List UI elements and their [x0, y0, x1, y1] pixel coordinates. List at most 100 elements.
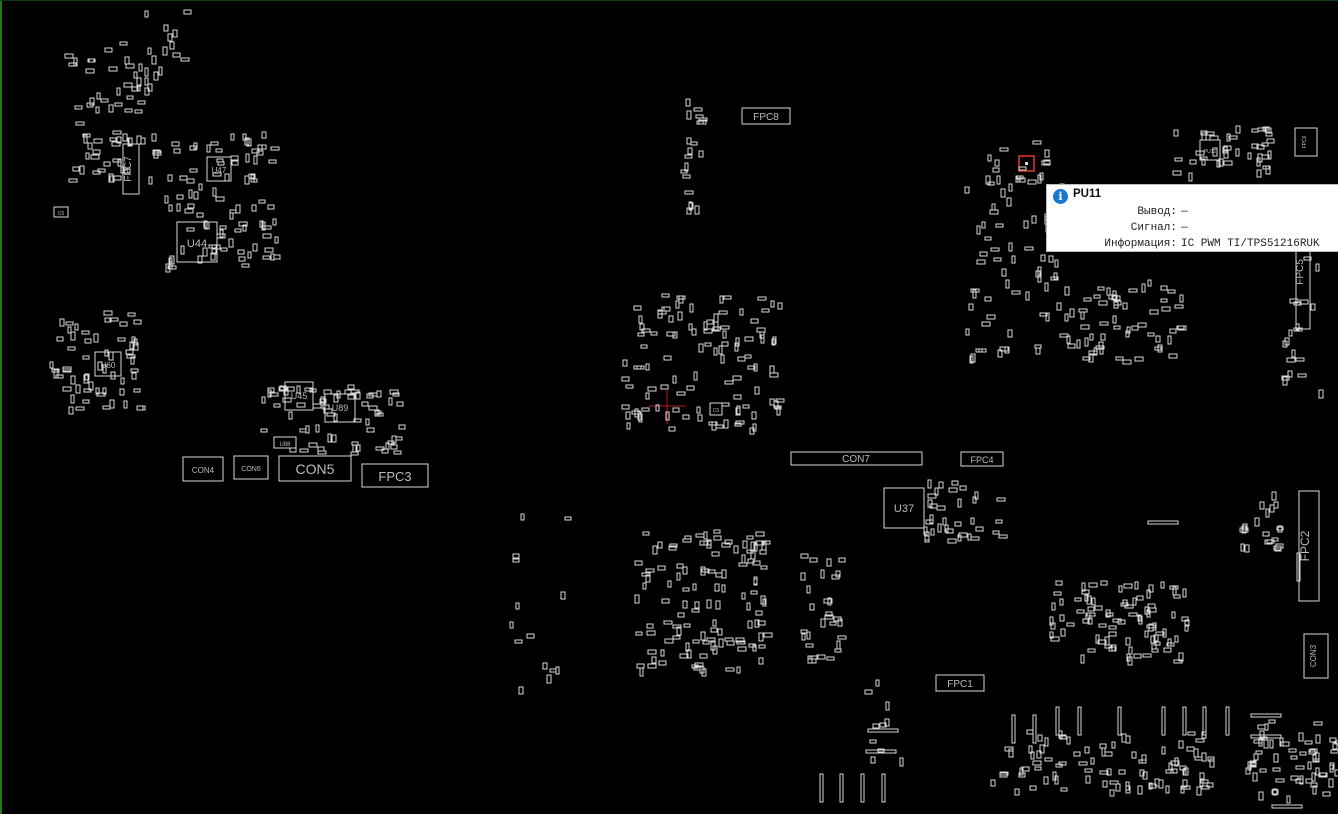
smd-pad [1261, 142, 1269, 147]
smd-pad [74, 105, 83, 110]
smd-pad [996, 497, 1006, 502]
smd-pad [975, 348, 983, 353]
component-fpc8[interactable]: FPC8 [741, 107, 791, 125]
smd-pad [1186, 746, 1195, 752]
wide-pad [867, 728, 899, 733]
smd-pad [151, 55, 157, 65]
smd-pad [993, 257, 1002, 262]
component-con5[interactable]: CON5 [278, 455, 352, 482]
component-con6[interactable]: CON6 [233, 455, 269, 480]
component-con3[interactable]: CON3 [1303, 633, 1329, 679]
smd-pad [763, 632, 773, 638]
smd-pad [761, 308, 770, 313]
component-con7[interactable]: CON7 [790, 451, 923, 466]
smd-pad [991, 203, 996, 211]
smd-pad [1125, 785, 1131, 794]
smd-pad [388, 397, 393, 406]
label-fpc6: FPC6 [1302, 135, 1308, 148]
smd-pad [1031, 215, 1037, 224]
smd-pad [638, 315, 643, 324]
component-fpc4[interactable]: FPC4 [960, 451, 1004, 467]
component-con4[interactable]: CON4 [182, 456, 224, 482]
component-u47[interactable]: U47 [206, 156, 232, 182]
smd-pad [1293, 327, 1303, 332]
component-fpc3[interactable]: FPC3 [361, 463, 429, 488]
smd-pad [1291, 349, 1296, 358]
smd-pad [85, 152, 90, 160]
smd-pad [1082, 618, 1090, 624]
component-u37[interactable]: U37 [883, 487, 925, 529]
smd-pad [92, 170, 101, 175]
smd-pad [1160, 285, 1168, 291]
smd-pad [1201, 158, 1206, 166]
smd-pad [216, 158, 224, 163]
smd-pad [100, 98, 109, 103]
component-fpc6[interactable]: FPC6 [1294, 127, 1318, 157]
smd-pad [125, 349, 134, 355]
smd-pad [1281, 375, 1290, 381]
smd-pad [668, 545, 677, 551]
smd-pad [641, 407, 650, 412]
smd-pad [176, 194, 184, 200]
smd-pad [1161, 746, 1166, 755]
smd-pad [1322, 791, 1331, 797]
smd-pad [1295, 357, 1305, 362]
smd-pad [398, 424, 406, 430]
smd-pad [1088, 353, 1094, 363]
component-u88[interactable]: U88 [273, 436, 297, 449]
smd-pad [267, 204, 275, 210]
smd-pad [1187, 731, 1196, 736]
component-c6[interactable]: C6 [53, 206, 69, 218]
smd-pad [744, 354, 752, 359]
smd-pad [95, 106, 100, 114]
label-fpc4: FPC4 [970, 455, 993, 465]
smd-pad [1015, 175, 1021, 183]
smd-pad [703, 328, 713, 334]
smd-pad [1251, 143, 1259, 149]
smd-pad [1165, 769, 1174, 774]
smd-pad [1308, 749, 1316, 755]
smd-pad [1125, 330, 1130, 338]
connector-pin [1032, 714, 1037, 744]
label-u44: U44 [187, 238, 207, 250]
smd-pad [102, 364, 107, 374]
smd-pad [220, 247, 228, 252]
smd-pad [1098, 300, 1108, 306]
smd-pad [1137, 322, 1147, 328]
smd-pad [319, 398, 327, 404]
smd-pad [1069, 308, 1075, 318]
tooltip-row-info: Информация: IC PWM TI/TPS51216RUK [1047, 236, 1338, 252]
smd-pad [678, 295, 684, 304]
component-c5[interactable]: C5 [709, 402, 723, 416]
component-fpc1[interactable]: FPC1 [935, 674, 985, 692]
connector-pin [1296, 552, 1301, 582]
smd-pad [706, 319, 714, 325]
smd-pad [365, 418, 370, 426]
smd-pad [320, 401, 326, 409]
smd-pad [1122, 302, 1128, 310]
smd-pad [691, 328, 697, 336]
smd-pad [1247, 761, 1252, 771]
smd-pad [168, 257, 173, 265]
component-u45[interactable]: U45 [284, 381, 314, 411]
smd-pad [625, 411, 631, 420]
component-u44[interactable]: U44 [176, 221, 218, 263]
smd-pad [323, 389, 332, 395]
smd-pad [1139, 769, 1145, 777]
label-con5: CON5 [296, 461, 335, 477]
smd-pad [747, 620, 753, 629]
smd-pad [634, 408, 639, 418]
smd-pad [1059, 734, 1067, 740]
smd-pad [1093, 294, 1101, 299]
smd-pad [344, 389, 352, 395]
smd-pad [113, 175, 122, 181]
smd-pad [246, 138, 252, 147]
smd-pad [1024, 246, 1034, 251]
smd-pad [224, 173, 230, 182]
component-fpc2[interactable]: FPC2 [1298, 490, 1320, 602]
smd-pad [753, 363, 758, 372]
smd-pad [56, 336, 64, 342]
component-pu11-selected[interactable] [1018, 155, 1035, 172]
